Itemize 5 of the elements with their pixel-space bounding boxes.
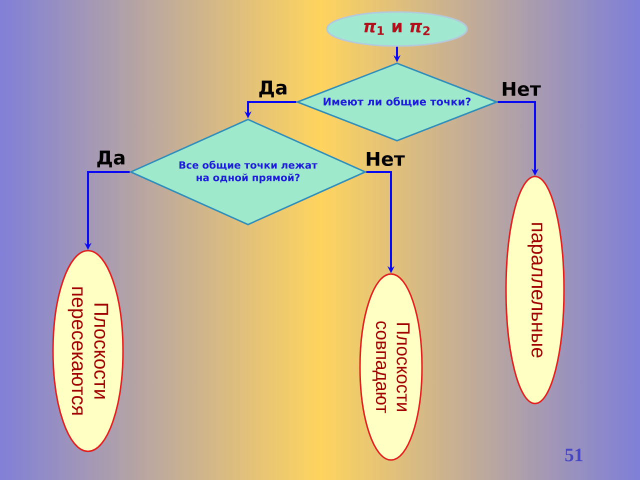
- page-number: 51: [565, 448, 583, 462]
- edge-label: Нет: [502, 82, 541, 96]
- edge-label: Да: [259, 80, 286, 98]
- edge-label: Да: [97, 150, 124, 168]
- edge-label: Нет: [366, 152, 405, 166]
